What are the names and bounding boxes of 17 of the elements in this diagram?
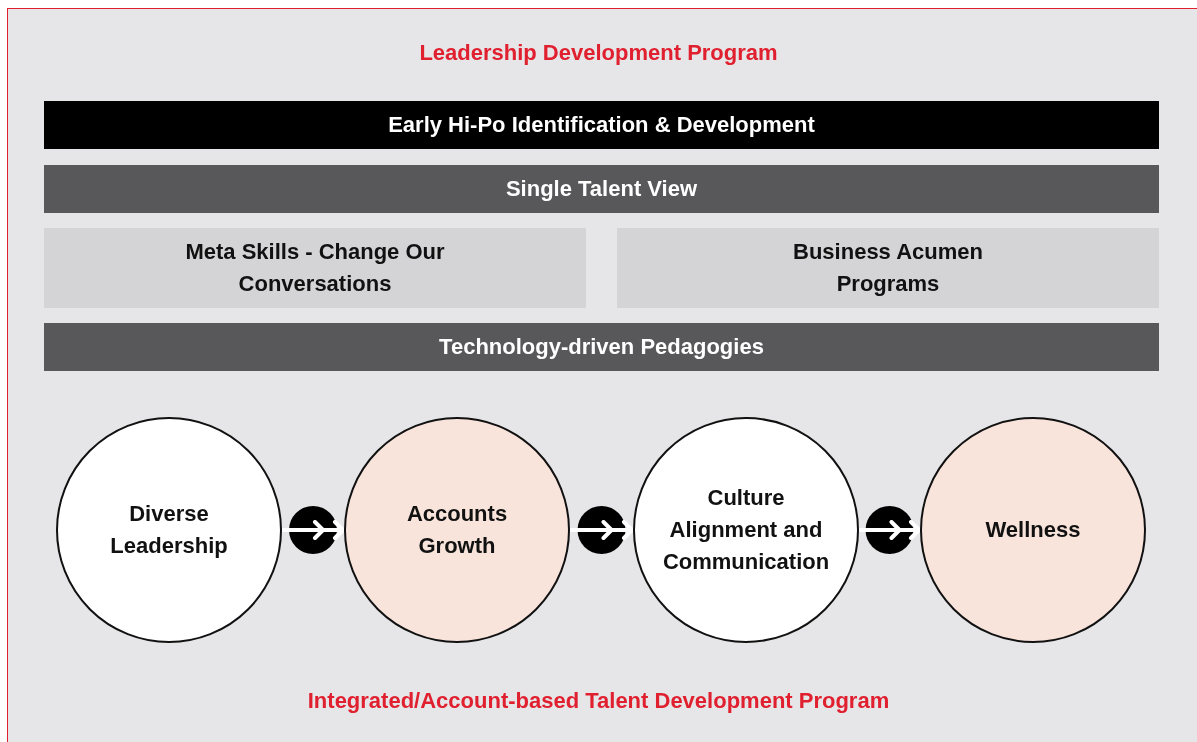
node-text: Business Acumen Programs bbox=[792, 238, 984, 298]
node-text: Wellness bbox=[985, 516, 1081, 544]
diagram-title: Leadership Development Program bbox=[418, 40, 779, 66]
node-text: Technology-driven Pedagogies bbox=[439, 333, 764, 361]
arrow bbox=[568, 520, 634, 540]
node-text: Meta Skills - Change Our Conversations bbox=[184, 238, 446, 298]
banner-bar bbox=[44, 323, 1159, 371]
arrow bbox=[857, 520, 921, 540]
node-text: Culture Alignment and Communication bbox=[662, 484, 830, 576]
node-text: Early Hi-Po Identification & Development bbox=[388, 111, 815, 139]
banner-bar bbox=[44, 165, 1159, 213]
footer-label: Integrated/Account-based Talent Development Program bbox=[306, 688, 891, 714]
node-text: Diverse Leadership bbox=[109, 500, 229, 560]
arrow bbox=[280, 520, 345, 540]
node-text: Accounts Growth bbox=[405, 500, 509, 560]
node-text: Single Talent View bbox=[505, 175, 698, 203]
banner-bar bbox=[44, 101, 1159, 149]
